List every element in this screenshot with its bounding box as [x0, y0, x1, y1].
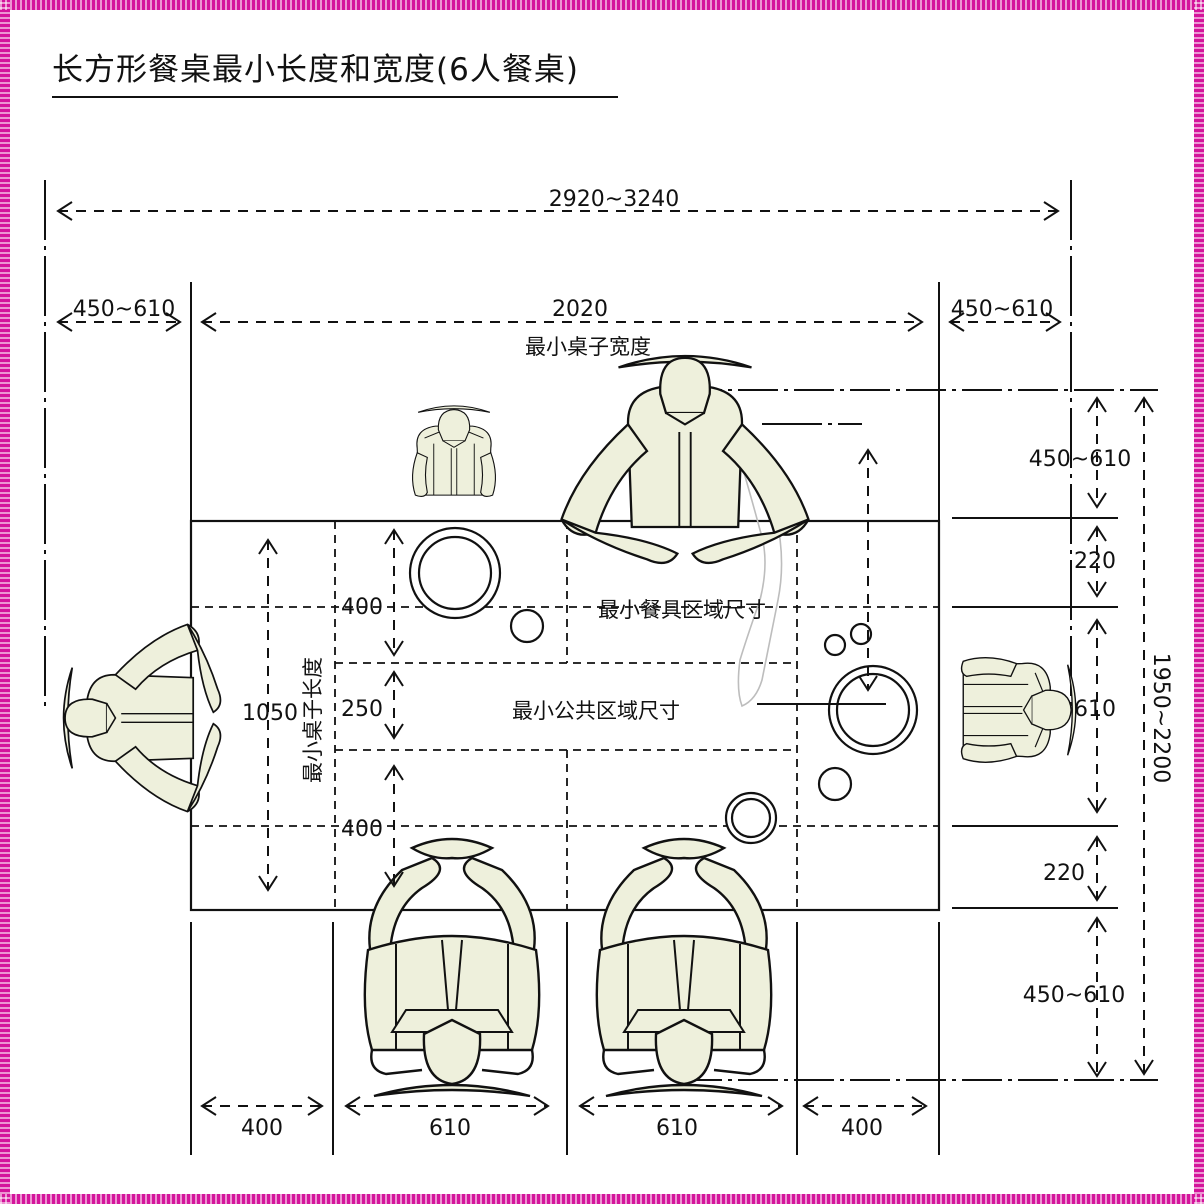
dimension-labels: 2920~3240 450~610 2020 450~610 450~610 2…	[73, 187, 1173, 1141]
dim-bottom-seg-3: 610	[656, 1116, 698, 1141]
area-labels: 最小桌子宽度 最小餐具区域尺寸 最小公共区域尺寸 最小桌子长度	[301, 335, 766, 783]
person-top-left	[411, 405, 497, 498]
extension-lines	[44, 180, 1072, 1155]
dim-bottom-seg-2: 610	[429, 1116, 471, 1141]
label-min-table-length: 最小桌子长度	[301, 657, 325, 783]
dim-bottom-seg-1: 400	[241, 1116, 283, 1141]
tableware	[408, 526, 919, 845]
dim-top-clearance: 450~610	[1029, 447, 1131, 472]
glass-top	[509, 608, 545, 644]
dim-right-clearance: 450~610	[951, 297, 1053, 322]
page-title: 长方形餐桌最小长度和宽度(6人餐桌)	[52, 52, 579, 88]
glass-right-2	[849, 622, 873, 646]
label-min-tableware-area: 最小餐具区域尺寸	[598, 598, 766, 622]
dim-bottom-clearance: 450~610	[1023, 983, 1125, 1008]
dimension-arrows	[56, 201, 1154, 1116]
table-zone-lines	[191, 521, 939, 910]
glass-right-3	[817, 766, 853, 802]
dim-center-depth: 250	[341, 697, 383, 722]
glass-right-1	[823, 633, 847, 657]
dim-overall-height: 1950~2200	[1148, 653, 1173, 783]
dim-top-place-depth: 220	[1074, 549, 1116, 574]
label-min-table-width: 最小桌子宽度	[525, 335, 651, 359]
dim-left-clearance: 450~610	[73, 297, 175, 322]
dim-overall-width: 2920~3240	[549, 187, 679, 212]
dim-center-width-right: 610	[1074, 697, 1116, 722]
dim-table-length: 1050	[242, 701, 298, 726]
dim-table-width: 2020	[552, 297, 608, 322]
right-extension-lines	[682, 389, 1158, 1081]
dim-place-depth-top: 400	[341, 595, 383, 620]
dim-place-depth-bottom: 400	[341, 817, 383, 842]
person-right	[960, 657, 1077, 763]
label-min-common-area: 最小公共区域尺寸	[512, 699, 680, 723]
dim-bottom-seg-4: 400	[841, 1116, 883, 1141]
title-underline	[52, 96, 618, 98]
dim-bottom-place-depth: 220	[1043, 861, 1085, 886]
